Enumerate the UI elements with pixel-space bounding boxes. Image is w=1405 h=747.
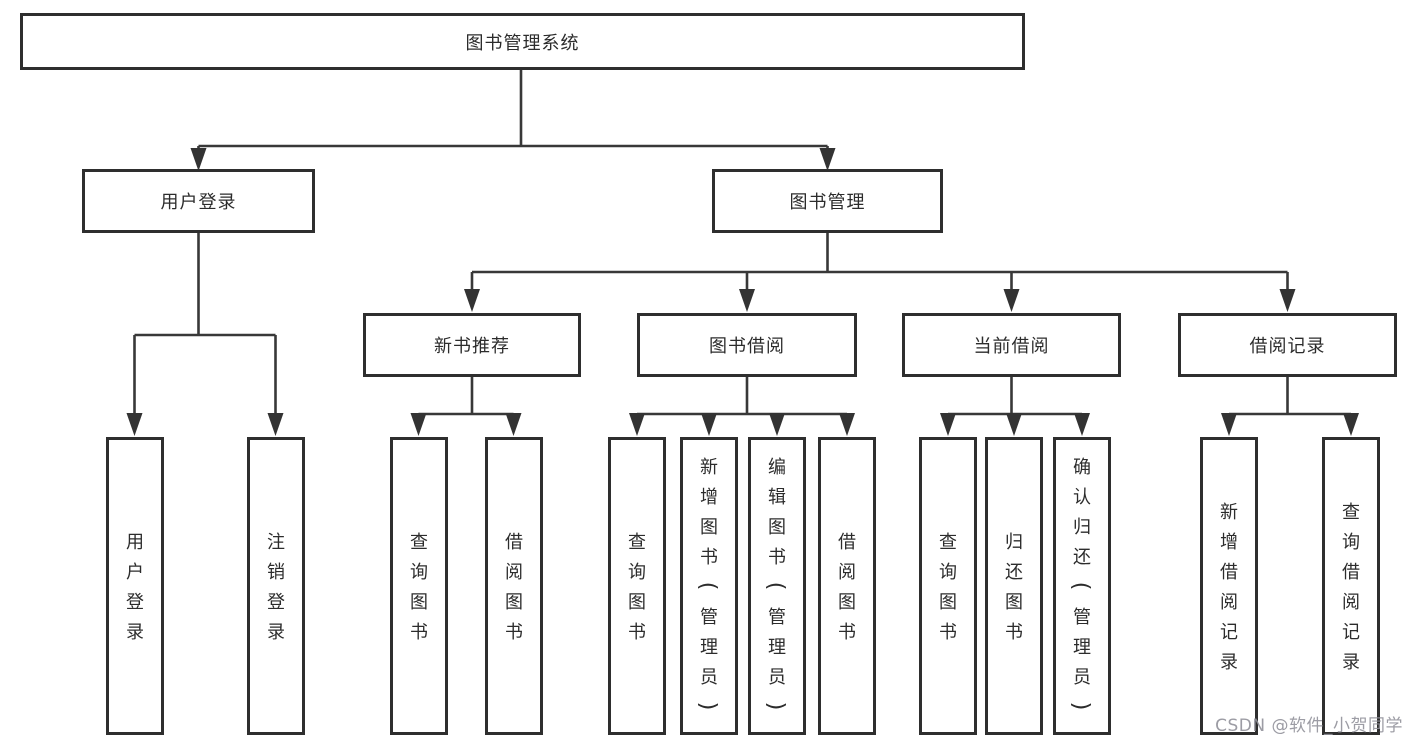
node-book-management: 图书管理 xyxy=(712,169,943,233)
node-book-borrowing: 图书借阅 xyxy=(637,313,857,377)
node-current-borrowing: 当前借阅 xyxy=(902,313,1121,377)
node-borrowing-records: 借阅记录 xyxy=(1178,313,1397,377)
leaf-user-login: 用户登录 xyxy=(106,437,164,735)
connector-user-login-to-leaves xyxy=(126,233,284,436)
leaf-borrow-books: 借阅图书 xyxy=(818,437,876,735)
node-new-book-recommendation: 新书推荐 xyxy=(363,313,581,377)
leaf-add-books-admin: 新增图书(管理员) xyxy=(680,437,738,735)
connector-root-to-level2 xyxy=(190,70,836,171)
leaf-query-books-rec: 查询图书 xyxy=(390,437,448,735)
leaf-add-borrow-record: 新增借阅记录 xyxy=(1200,437,1258,735)
connector-new-book-rec-to-leaves xyxy=(410,377,522,436)
node-library-system: 图书管理系统 xyxy=(20,13,1025,70)
leaf-logout: 注销登录 xyxy=(247,437,305,735)
csdn-watermark: CSDN @软件_小贺同学 xyxy=(1215,716,1403,736)
leaf-return-books: 归还图书 xyxy=(985,437,1043,735)
leaf-borrow-books-rec: 借阅图书 xyxy=(485,437,543,735)
leaf-query-books-borrow: 查询图书 xyxy=(608,437,666,735)
connector-current-borrow-to-leaves xyxy=(940,377,1090,436)
connector-book-mgmt-to-level3 xyxy=(464,233,1296,312)
connector-borrow-records-to-leaves xyxy=(1221,377,1359,436)
connector-book-borrow-to-leaves xyxy=(629,377,855,436)
leaf-confirm-return-admin: 确认归还(管理员) xyxy=(1053,437,1111,735)
leaf-query-books-current: 查询图书 xyxy=(919,437,977,735)
node-user-login: 用户登录 xyxy=(82,169,315,233)
leaf-edit-books-admin: 编辑图书(管理员) xyxy=(748,437,806,735)
leaf-query-borrow-record: 查询借阅记录 xyxy=(1322,437,1380,735)
